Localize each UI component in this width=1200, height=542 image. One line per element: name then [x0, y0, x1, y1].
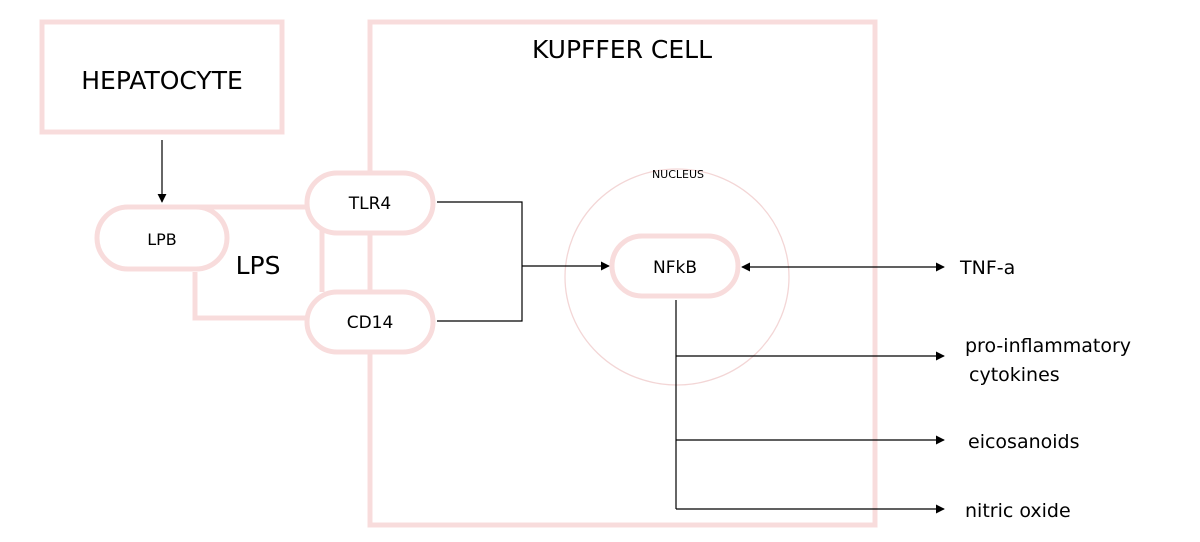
tlr4-node	[304, 170, 436, 236]
cytokines-label-line2: cytokines	[969, 364, 1060, 386]
lps-connector-bottom	[192, 272, 310, 321]
kupffer-cell-label: KUPFFER CELL	[532, 35, 712, 64]
cd14-label: CD14	[347, 313, 394, 333]
cytokines-label-line1: pro-inflammatory	[965, 335, 1131, 357]
cd14-node	[304, 289, 436, 355]
nfkb-label: NFkB	[653, 258, 697, 278]
lps-label: LPS	[236, 251, 281, 280]
nfkb-node	[609, 233, 741, 299]
hepatocyte-box	[39, 19, 285, 135]
nucleus-boundary	[564, 168, 790, 386]
nucleus-label: NUCLEUS	[652, 168, 704, 181]
kupffer-cell-box	[367, 19, 878, 528]
tlr4-signal-line	[437, 201, 523, 322]
nitric-oxide-label: nitric oxide	[965, 500, 1071, 522]
hepatocyte-label: HEPATOCYTE	[81, 66, 243, 95]
lpb-label: LPB	[147, 230, 177, 249]
tnf-a-label: TNF-a	[959, 257, 1015, 279]
lpb-node	[94, 204, 230, 272]
tlr4-label: TLR4	[348, 194, 391, 214]
eicosanoids-label: eicosanoids	[968, 431, 1080, 453]
